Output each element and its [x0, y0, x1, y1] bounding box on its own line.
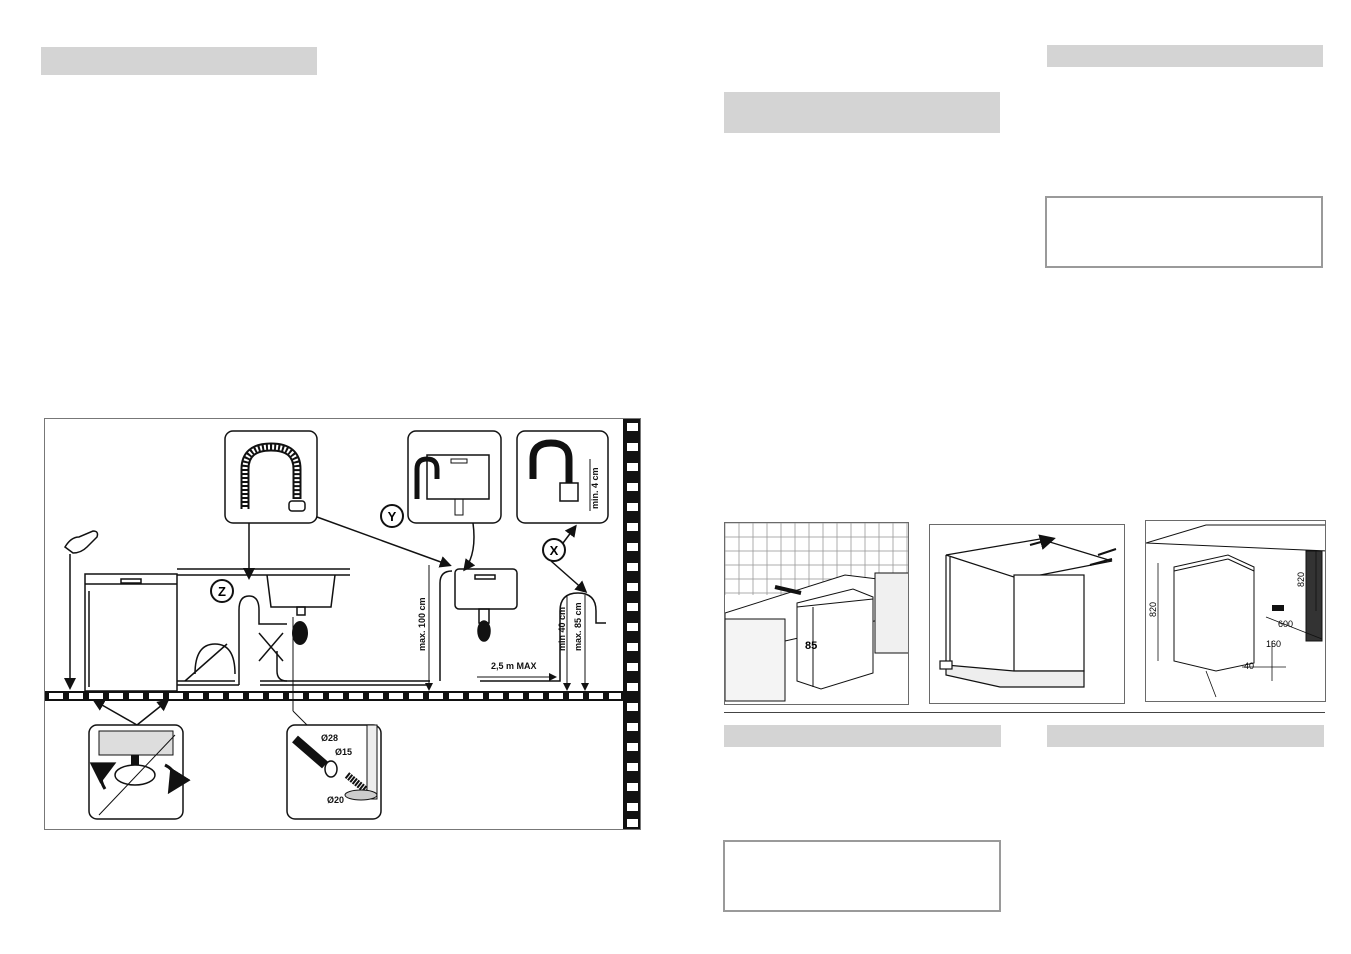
dia-15: Ø15 — [335, 747, 352, 757]
counter-frame — [939, 538, 1113, 688]
section-heading-bar — [1047, 45, 1323, 67]
insert-arrow — [774, 585, 802, 595]
section-heading-bar — [724, 725, 1001, 747]
dim-160: 160 — [1266, 639, 1281, 649]
level-hand-icon — [64, 530, 99, 690]
dim-hose-length: 2,5 m MAX — [491, 661, 537, 671]
screw-arrow — [1097, 548, 1117, 556]
incorrect-siphon-icon — [184, 632, 288, 682]
pointer-line — [562, 524, 577, 544]
fig1-height-label: 85 — [805, 640, 817, 652]
inset-sink-hook — [407, 430, 502, 524]
option-y-marker: Y — [380, 504, 404, 528]
siphon-bulb — [292, 621, 308, 645]
dia-20: Ø20 — [327, 795, 344, 805]
screw-arrow — [1029, 534, 1056, 550]
cabinet — [1146, 524, 1325, 672]
screw-arrow — [1089, 558, 1113, 566]
installation-diagram: Z Y X max. 100 cm min 40 cm max. 85 cm 2… — [44, 418, 641, 830]
option-x-marker: X — [542, 538, 566, 562]
fitting-figure-2 — [929, 524, 1125, 704]
pointer-line — [136, 699, 170, 726]
note-box — [1045, 196, 1323, 268]
option-z-marker: Z — [210, 579, 234, 603]
counter — [177, 568, 350, 616]
dimension-lines — [425, 565, 589, 691]
pointer-line — [316, 516, 452, 568]
dim-min-40: min 40 cm — [557, 607, 567, 651]
sink-y — [454, 568, 518, 642]
dim-max-85: max. 85 cm — [573, 602, 583, 651]
inset-min-4cm: min. 4 cm — [516, 430, 609, 524]
floor-gap — [1272, 605, 1284, 611]
divider — [724, 712, 1325, 713]
section-heading-bar — [724, 92, 1000, 133]
section-heading-bar — [1047, 725, 1324, 747]
dim-820-left: 820 — [1148, 602, 1158, 617]
dishwasher — [84, 573, 178, 692]
note-box — [723, 840, 1001, 912]
inset-hose-bend — [224, 430, 318, 524]
pointer-line — [550, 560, 588, 593]
section-heading-bar — [41, 47, 317, 75]
dim-600: 600 — [1278, 619, 1293, 629]
dim-max-100: max. 100 cm — [417, 597, 427, 651]
dim-lines — [1157, 551, 1323, 698]
pointer-line — [92, 699, 138, 726]
dim-820-right: 820 — [1296, 572, 1306, 587]
pointer-line — [292, 710, 308, 726]
inset-feet-adjust — [88, 724, 191, 820]
fitting-figure-1: 85 — [724, 522, 909, 705]
dia-28: Ø28 — [321, 733, 338, 743]
svg-text:Z: Z — [218, 584, 226, 599]
svg-text:Y: Y — [388, 509, 397, 524]
brick-wall — [623, 419, 640, 829]
svg-text:X: X — [550, 543, 559, 558]
fitting-figure-3: 820 820 600 160 40 — [1145, 520, 1326, 702]
drain-hose — [177, 570, 606, 686]
floor — [45, 691, 625, 701]
kitchen-units — [725, 572, 908, 702]
dim-min-4: min. 4 cm — [590, 467, 600, 509]
inset-pipe-diameters: Ø28 Ø15 Ø20 — [286, 724, 382, 820]
pointer-line — [463, 522, 476, 572]
dim-40: 40 — [1244, 661, 1254, 671]
